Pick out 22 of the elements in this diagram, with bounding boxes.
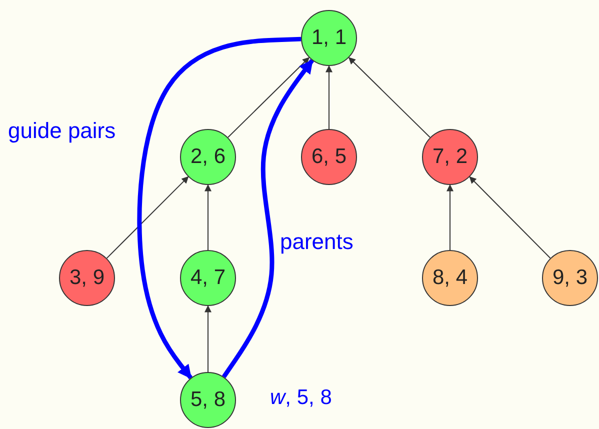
- node-circle: 1, 1: [301, 10, 357, 66]
- node-circle: 7, 2: [422, 129, 478, 185]
- node-annotation: w, 5, 8: [270, 386, 332, 410]
- node-circle: 5, 8: [180, 372, 236, 428]
- node-circle: 3, 9: [59, 250, 115, 306]
- arrow: [204, 184, 212, 250]
- arrow: [348, 57, 431, 138]
- arrow: [446, 184, 454, 250]
- edge-label: parents: [280, 229, 354, 255]
- arrow: [227, 57, 310, 138]
- node-circle: 2, 6: [180, 129, 236, 185]
- node-circle: 8, 4: [422, 250, 478, 306]
- arrow: [326, 65, 332, 130]
- node-circle: 6, 5: [301, 129, 357, 185]
- arrow: [106, 176, 189, 259]
- arrow: [469, 176, 551, 259]
- node-circle: 4, 7: [180, 250, 236, 306]
- arrow: [222, 59, 314, 378]
- arrow: [204, 305, 212, 372]
- arrow: [137, 36, 302, 380]
- node-circle: 9, 3: [542, 250, 598, 306]
- edge-label: guide pairs: [8, 118, 116, 144]
